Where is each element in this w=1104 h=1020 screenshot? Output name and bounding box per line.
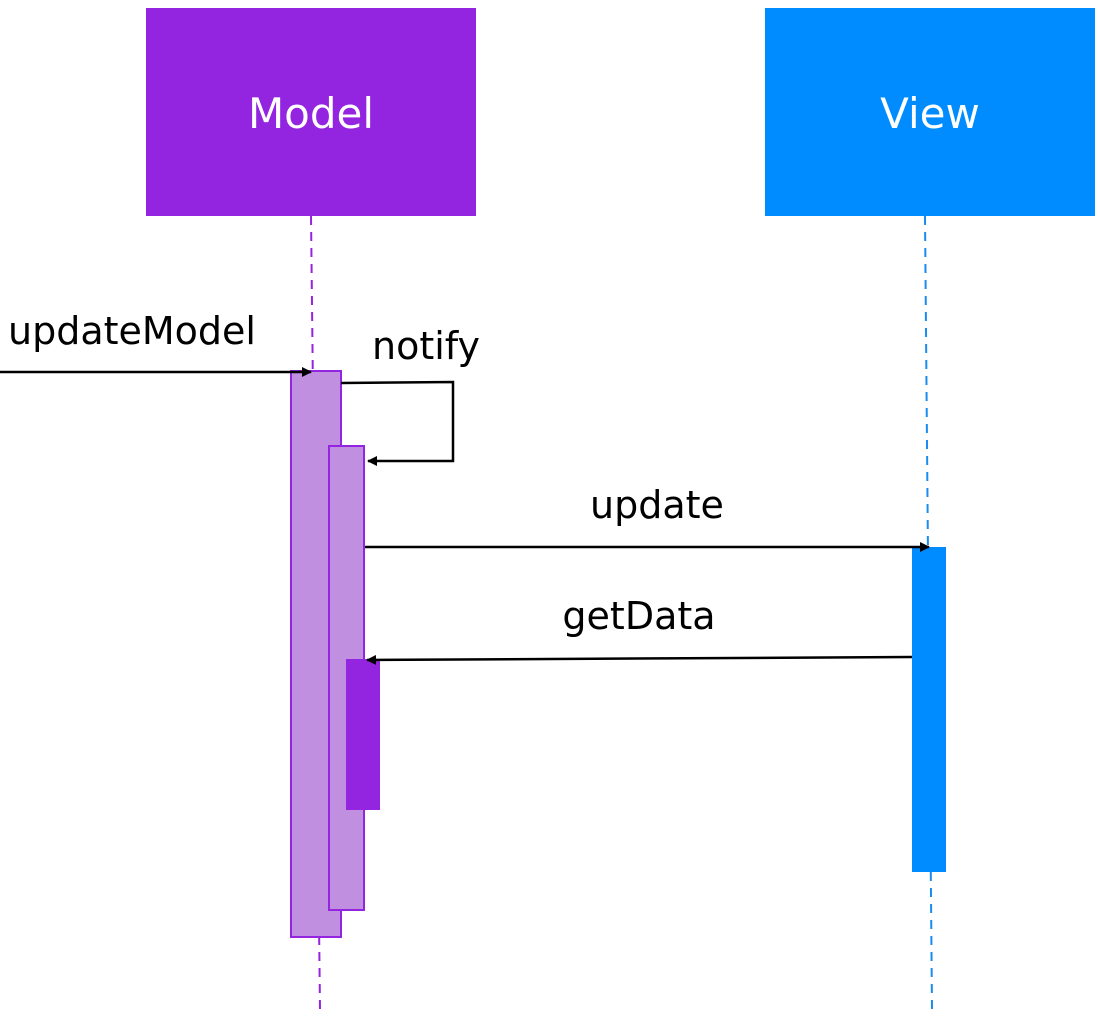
- model-lifeline-head: Model: [146, 8, 476, 216]
- notify-arrow: [340, 380, 455, 466]
- view-head-box: [765, 8, 1095, 216]
- model-label: Model: [248, 89, 374, 138]
- view-activation: [912, 547, 946, 872]
- view-label: View: [880, 89, 980, 138]
- model-activation-getdata: [346, 659, 380, 810]
- update-label: update: [590, 483, 724, 527]
- view-lifeline: [924, 215, 933, 1011]
- get-data-arrow: [366, 654, 913, 665]
- model-head-box: [146, 8, 476, 216]
- notify-label: notify: [372, 324, 480, 368]
- view-lifeline-head: View: [765, 8, 1095, 216]
- update-model-label: updateModel: [8, 309, 256, 353]
- get-data-label: getData: [562, 594, 715, 638]
